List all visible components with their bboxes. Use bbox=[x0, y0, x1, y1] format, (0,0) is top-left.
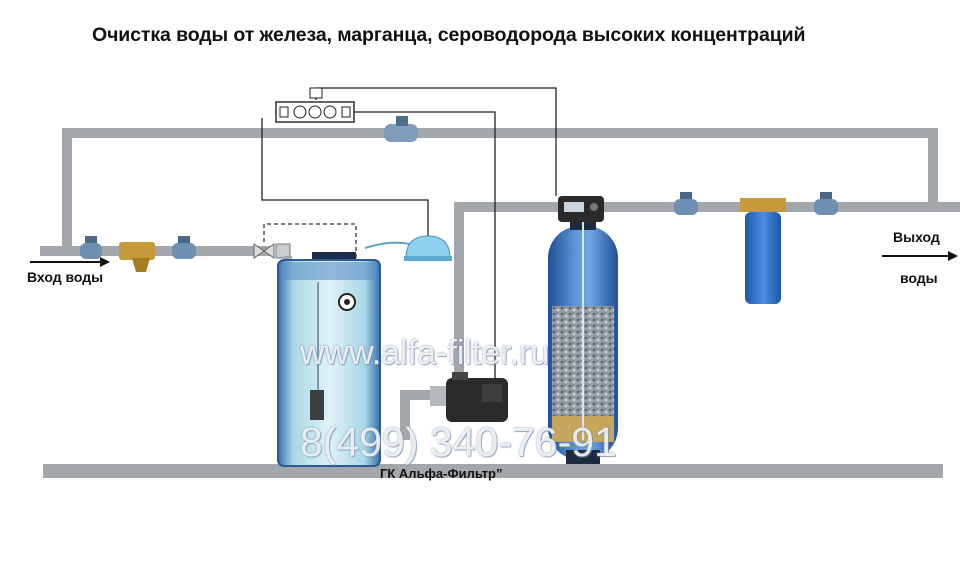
outlet-label-2: воды bbox=[900, 270, 938, 286]
aerator-compressor-icon bbox=[404, 235, 452, 261]
diagram-title: Очистка воды от железа, марганца, серово… bbox=[92, 24, 806, 46]
aerator-hose bbox=[364, 241, 411, 249]
inlet-arrow bbox=[30, 257, 110, 267]
inlet-ball-valve-icon bbox=[80, 236, 102, 259]
control-valve-head-icon bbox=[558, 196, 604, 222]
inlet-ball-valve-2-icon bbox=[172, 236, 196, 259]
company-label: ГК Альфа-Фильтр” bbox=[380, 466, 503, 481]
riser-pipe bbox=[454, 202, 464, 392]
bypass-valve-icon bbox=[384, 116, 418, 142]
inlet-label: Вход воды bbox=[27, 269, 104, 285]
bypass-pipe bbox=[62, 128, 938, 253]
outlet-ball-valve-2-icon bbox=[814, 192, 838, 215]
watermark-phone: 8(499) 340-76-91 bbox=[300, 419, 617, 465]
storage-tank bbox=[277, 252, 381, 467]
floor-base bbox=[43, 464, 943, 478]
y-strainer-icon bbox=[119, 242, 155, 272]
outlet-ball-valve-icon bbox=[674, 192, 698, 215]
outlet-pipe bbox=[454, 202, 960, 212]
outlet-arrow bbox=[882, 251, 958, 261]
filter-column bbox=[548, 218, 618, 464]
pump-icon bbox=[430, 372, 508, 422]
cartridge-filter bbox=[740, 198, 786, 304]
relay-box bbox=[275, 87, 355, 123]
inlet-pipe bbox=[40, 246, 272, 256]
watermark-url: www.alfa-filter.ru bbox=[300, 334, 550, 372]
outlet-label: Выход bbox=[893, 229, 940, 245]
pump-suction-pipe bbox=[400, 390, 432, 440]
